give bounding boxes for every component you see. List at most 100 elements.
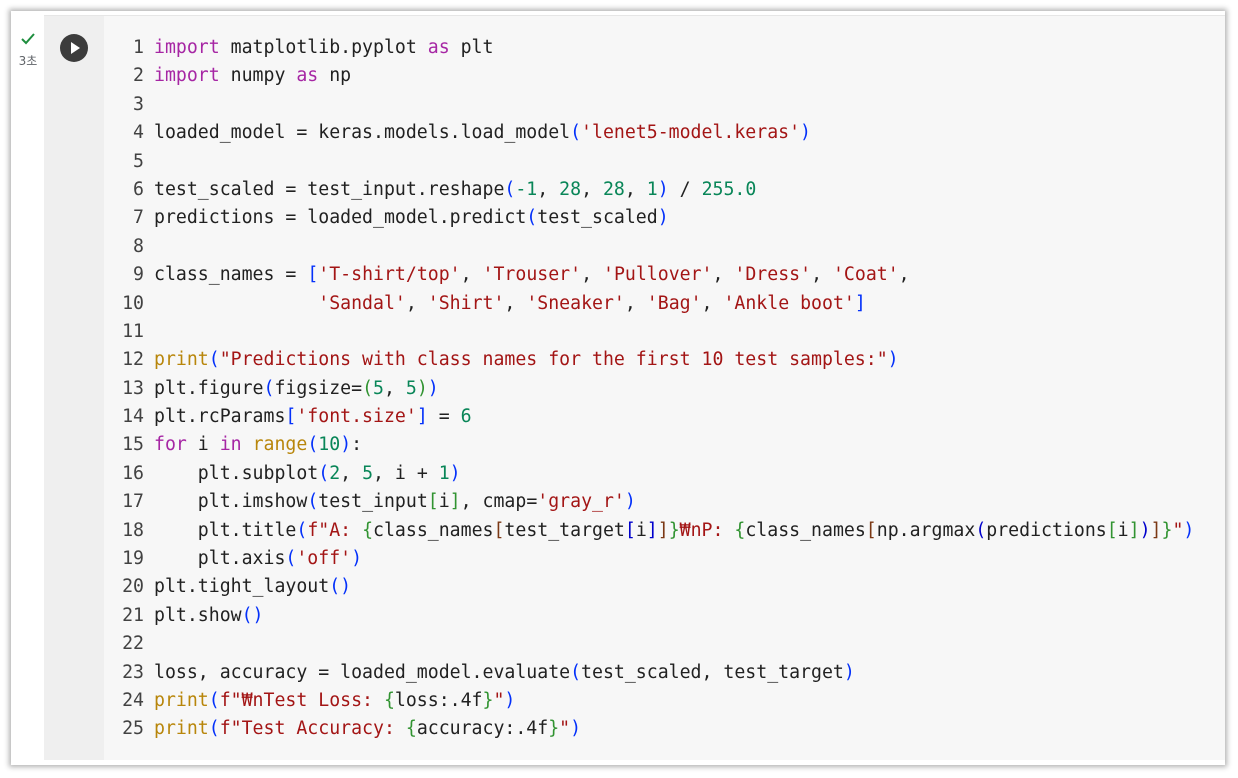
code-token: plt.show (154, 604, 242, 626)
code-token: } (668, 519, 680, 541)
code-line[interactable]: 16 plt.subplot(2, 5, i + 1) (104, 460, 1225, 488)
code-token: 'Pullover' (603, 264, 713, 286)
code-line[interactable]: 17 plt.imshow(test_input[i], cmap='gray_… (104, 488, 1225, 516)
code-token: plt.tight_layout (154, 576, 330, 598)
cell-status: 3초 (11, 11, 45, 765)
code-token: test_input (318, 491, 428, 513)
play-icon (71, 42, 80, 54)
code-token: 'T-shirt/top' (318, 264, 461, 286)
code-token: 28 (559, 178, 582, 200)
code-token: for (154, 434, 187, 456)
code-token: in (219, 434, 242, 456)
code-token: -1 (515, 178, 538, 200)
code-token: ) (570, 718, 582, 740)
code-token: 1 (646, 178, 658, 200)
code-token: ( (208, 689, 220, 711)
code-token: , (898, 264, 910, 286)
code-line[interactable]: 8 (104, 233, 1225, 261)
code-token: f"Test Accuracy: (219, 718, 406, 740)
code-token: test_scaled = test_input.reshape (154, 178, 505, 200)
code-token: , (624, 178, 647, 200)
code-token: " (493, 689, 505, 711)
code-token: loaded_model = keras.models.load_model (154, 122, 571, 144)
code-token: ) (843, 661, 855, 683)
line-number: 23 (122, 661, 144, 683)
code-line[interactable]: 10 'Sandal', 'Shirt', 'Sneaker', 'Bag', … (104, 290, 1225, 318)
code-token: ₩nP: (679, 519, 735, 541)
line-number: 21 (122, 604, 144, 626)
code-token: ( (570, 661, 582, 683)
code-token: loss:.4f (394, 689, 483, 711)
code-token: 10 (318, 434, 341, 456)
line-number: 24 (122, 689, 144, 711)
line-number: 18 (122, 519, 144, 541)
code-token: { (734, 519, 746, 541)
line-number: 4 (133, 122, 144, 144)
cell-gutter (44, 16, 104, 760)
code-token: ( (307, 491, 319, 513)
code-token: ) (800, 122, 811, 144)
line-number: 10 (122, 292, 144, 314)
code-token: 5 (373, 377, 384, 399)
line-number: 14 (122, 406, 144, 428)
run-cell-button[interactable] (60, 34, 88, 62)
code-token: [ (427, 491, 439, 513)
code-token: 'Ankle boot' (723, 292, 855, 314)
code-line[interactable]: 3 (104, 91, 1225, 119)
code-token: 6 (460, 406, 472, 428)
code-token: plt.figure (154, 377, 264, 399)
code-token: [ (865, 519, 877, 541)
code-token: 5 (362, 462, 374, 484)
code-token: , (405, 292, 428, 314)
code-line[interactable]: 22 (104, 630, 1225, 658)
line-number: 7 (133, 207, 144, 229)
code-token: 'Coat' (832, 264, 899, 286)
code-token: f"₩nTest Loss: (219, 689, 384, 711)
code-token: 'Dress' (734, 264, 812, 286)
code-token: accuracy:.4f (416, 718, 549, 740)
code-token (154, 293, 318, 314)
code-token: "Predictions with class names for the fi… (219, 349, 888, 371)
code-line[interactable]: 18 plt.title(f"A: {class_names[test_targ… (104, 517, 1225, 545)
code-line[interactable]: 5 (104, 148, 1225, 176)
code-token: } (548, 718, 560, 740)
code-token: } (1161, 519, 1173, 541)
code-token: np.argmax (876, 519, 976, 541)
code-token: , (537, 178, 560, 200)
code-token: np (318, 65, 352, 87)
code-token: plt.imshow (154, 491, 308, 513)
code-token: , (811, 264, 833, 286)
code-token: [ (493, 519, 505, 541)
code-token: , i + (373, 462, 439, 484)
code-token: { (405, 718, 417, 740)
code-token: ) (657, 178, 669, 200)
line-number: 16 (122, 462, 144, 484)
code-line[interactable]: 19 plt.axis('off') (104, 545, 1225, 573)
execution-time: 3초 (18, 54, 38, 68)
code-token: f"A: (307, 519, 363, 541)
code-token: 'gray_r' (537, 491, 625, 513)
check-icon (21, 33, 35, 45)
code-token: predictions (986, 519, 1107, 541)
code-token: ) (657, 207, 669, 229)
code-token: plt (449, 37, 494, 58)
code-line[interactable]: 11 (104, 318, 1225, 346)
